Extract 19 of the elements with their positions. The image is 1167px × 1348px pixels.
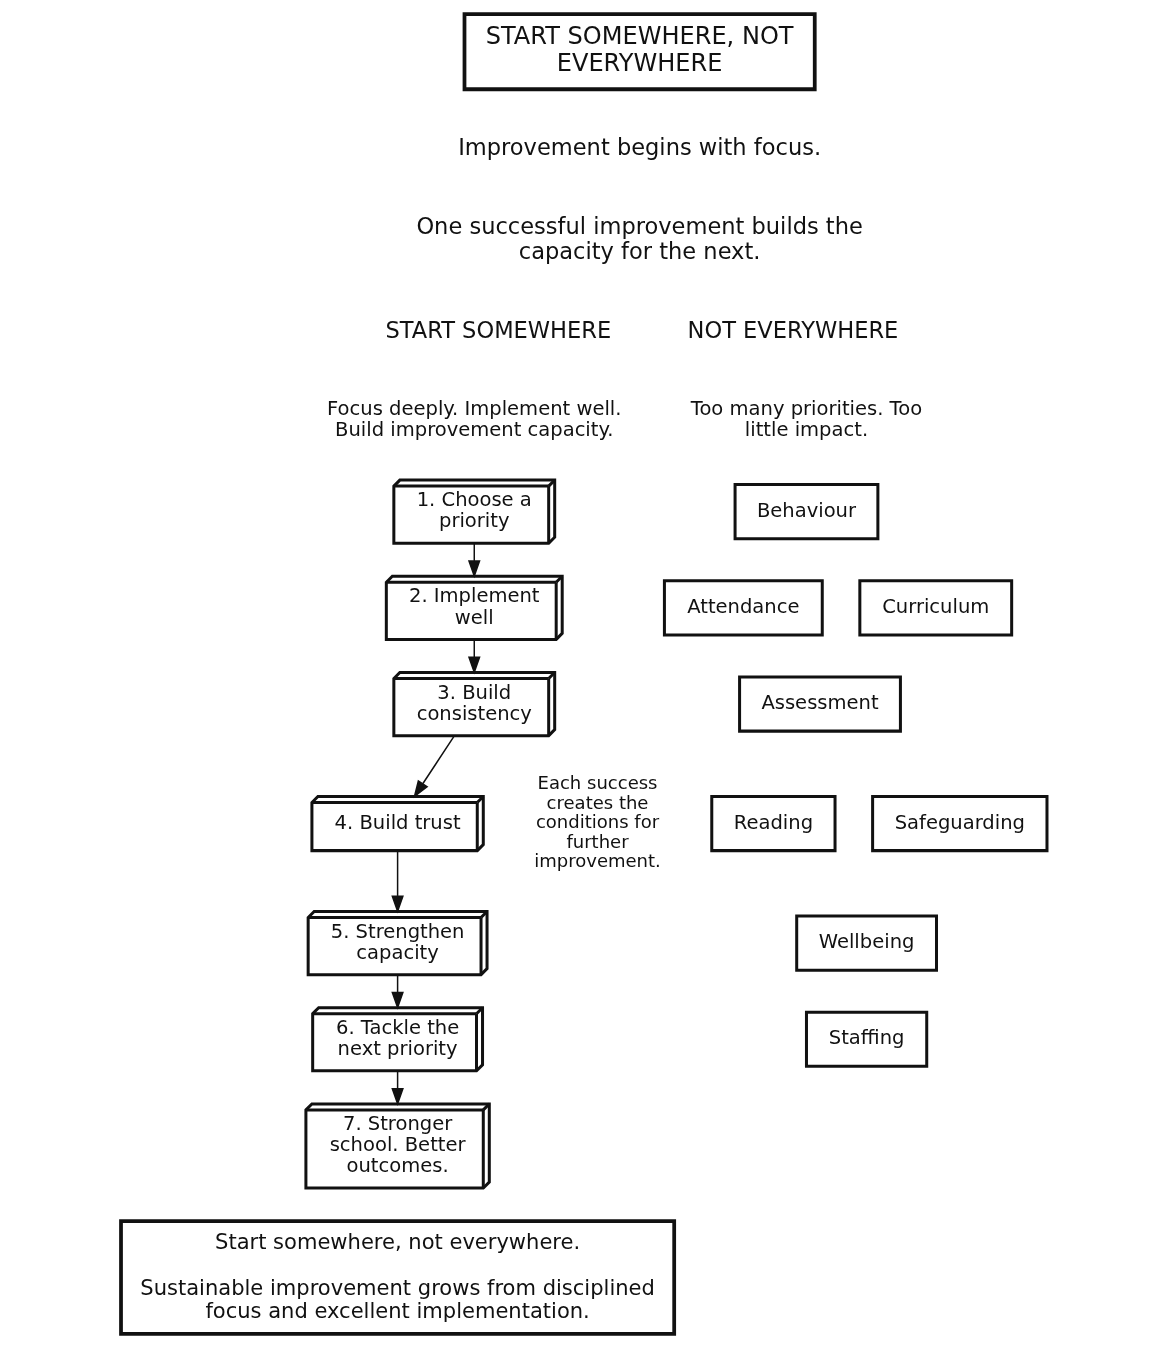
node-box: Curriculum bbox=[857, 579, 1013, 637]
label: Each success creates the conditions for further improvement. bbox=[533, 772, 661, 872]
node-box: Reading bbox=[709, 795, 837, 853]
node-box: START SOMEWHERE, NOT EVERYWHERE bbox=[462, 12, 817, 92]
label: START SOMEWHERE bbox=[384, 317, 611, 344]
label: Focus deeply. Implement well. Build improvement capacity. bbox=[326, 396, 621, 441]
node-box: Wellbeing bbox=[794, 914, 938, 972]
node-box: Attendance bbox=[662, 579, 824, 637]
arrow bbox=[390, 850, 404, 914]
node-box: Staffing bbox=[804, 1010, 928, 1068]
label: NOT EVERYWHERE bbox=[687, 317, 898, 344]
arrow bbox=[412, 735, 455, 799]
label: Too many priorities. Too little impact. bbox=[690, 396, 922, 441]
node-box: Start somewhere, not everywhere. Sustainable improvement grows from disciplined focus and excellent implementation. bbox=[118, 1219, 676, 1336]
label: Improvement begins with focus. bbox=[457, 133, 821, 160]
node-box: Assessment bbox=[737, 675, 902, 733]
label: One successful improvement builds the capacity for the next. bbox=[415, 212, 863, 265]
node-box: Behaviour bbox=[733, 483, 879, 541]
node-box: Safeguarding bbox=[870, 795, 1048, 853]
